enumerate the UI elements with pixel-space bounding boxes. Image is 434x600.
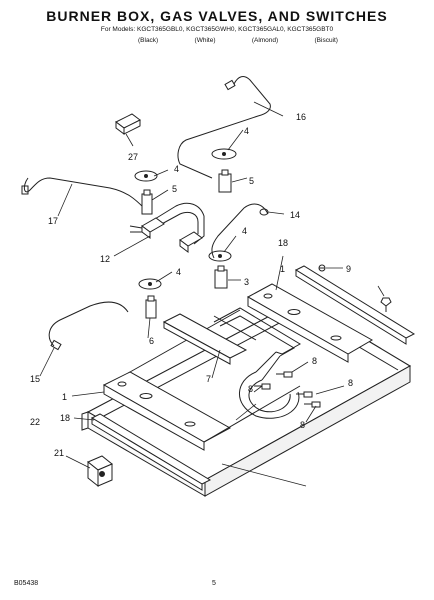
callout-label: 22 xyxy=(30,417,40,427)
washer-4 xyxy=(134,170,158,182)
valve-5 xyxy=(141,193,153,215)
valve-5 xyxy=(218,173,232,193)
tube-17-fitting xyxy=(21,185,29,195)
callout-label: 18 xyxy=(278,238,288,248)
callout-label: 8 xyxy=(248,384,253,394)
callout-label: 8 xyxy=(312,356,317,366)
tube-15-fitting xyxy=(50,339,62,351)
page-number: 5 xyxy=(212,580,216,587)
valve-group-mid-left xyxy=(134,170,158,215)
callout-label: 17 xyxy=(48,216,58,226)
valve-group-lower xyxy=(138,278,162,319)
model-list: For Models: KGCT365GBL0, KGCT365GWH0, KG… xyxy=(100,26,334,33)
callout-label: 5 xyxy=(172,184,177,194)
callout-label: 16 xyxy=(296,112,306,122)
diagram-code: B05438 xyxy=(14,580,39,587)
callout-label: 4 xyxy=(244,126,249,136)
tube-16-fitting xyxy=(224,79,236,91)
callout-label: 21 xyxy=(54,448,64,458)
screw-9-right xyxy=(380,297,392,312)
washer-4 xyxy=(138,278,162,290)
callout-label: 12 xyxy=(100,254,110,264)
callout-label: 8 xyxy=(300,420,305,430)
heat-shield-front xyxy=(90,413,212,491)
gas-tube-16 xyxy=(177,76,271,179)
heat-shield-rear xyxy=(294,265,416,345)
variant-almond: (Almond) xyxy=(251,37,279,44)
screw-8-c xyxy=(296,391,313,398)
callout-label: 15 xyxy=(30,374,40,384)
variant-biscuit: (Biscuit) xyxy=(314,37,338,44)
leader-lines xyxy=(39,101,385,487)
variant-white: (White) xyxy=(194,37,216,44)
washer-4 xyxy=(208,250,232,262)
gas-tube-14 xyxy=(211,203,269,259)
burner-bracket xyxy=(162,313,257,365)
callout-label: 7 xyxy=(206,374,211,384)
callout-label: 18 xyxy=(60,413,70,423)
page-title: BURNER BOX, GAS VALVES, AND SWITCHES xyxy=(46,8,388,24)
manifold-12 xyxy=(129,202,205,253)
callout-labels: 16 4 27 4 5 5 17 14 4 12 18 1 9 4 3 6 8 … xyxy=(30,112,353,458)
callout-label: 8 xyxy=(348,378,353,388)
valve-group-mid-right xyxy=(208,250,232,289)
screw-8-a xyxy=(276,371,293,378)
ignition-switch-21 xyxy=(87,455,113,488)
callout-label: 3 xyxy=(244,277,249,287)
screw-9-left xyxy=(318,264,326,272)
burner-tube xyxy=(213,307,301,419)
callout-label: 1 xyxy=(62,392,67,402)
variant-black: (Black) xyxy=(138,37,159,44)
color-variants: (Black) (White) (Almond) (Biscuit) xyxy=(138,37,338,44)
gas-tube-15 xyxy=(48,301,129,347)
washer-4 xyxy=(211,148,237,160)
callout-label: 4 xyxy=(242,226,247,236)
callout-label: 4 xyxy=(174,164,179,174)
callout-label: 1 xyxy=(280,264,285,274)
gas-tube-17 xyxy=(23,177,145,209)
valve-3 xyxy=(214,269,228,289)
valve-group-top xyxy=(211,148,237,193)
burner-rail-rear xyxy=(246,283,374,363)
callout-label: 14 xyxy=(290,210,300,220)
callout-label: 4 xyxy=(176,267,181,277)
screw-8-d xyxy=(304,401,321,408)
callout-label: 5 xyxy=(249,176,254,186)
callout-label: 9 xyxy=(346,264,351,274)
callout-label: 27 xyxy=(128,152,138,162)
valve-6 xyxy=(145,299,157,319)
switch-27 xyxy=(115,113,141,135)
callout-label: 6 xyxy=(149,336,154,346)
